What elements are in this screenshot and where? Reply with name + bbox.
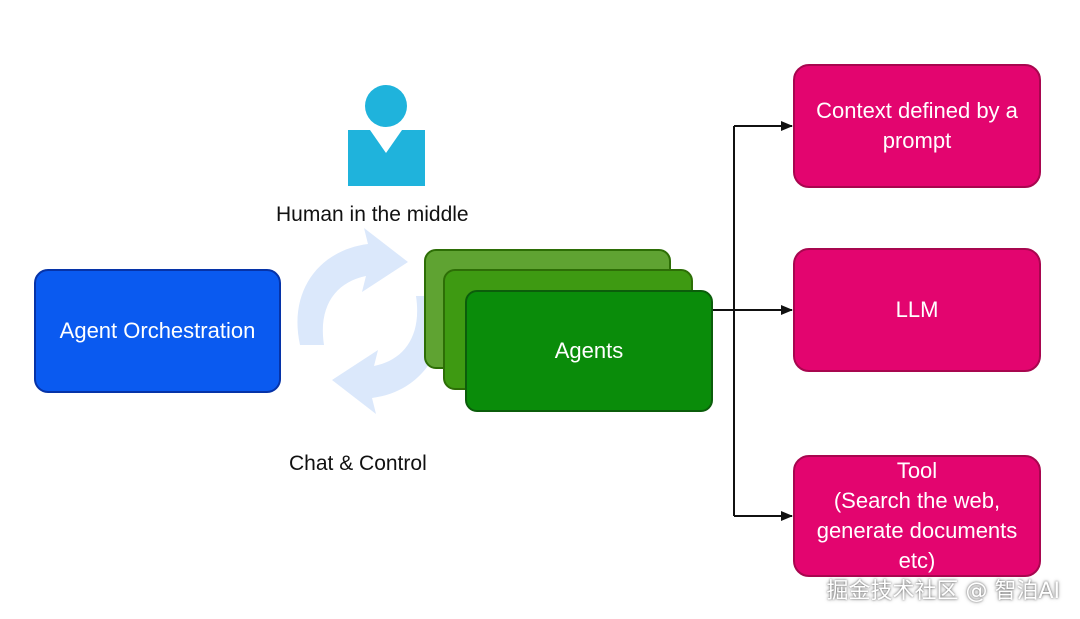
llm-box: LLM [793,248,1041,372]
agents-box: Agents [465,290,713,412]
connector-lines [713,121,793,521]
agent-orchestration-label: Agent Orchestration [59,318,256,343]
context-label-line-2: prompt [882,128,952,153]
tool-label-line-2: (Search the web, [833,488,1001,513]
tool-label-line-1: Tool [896,458,938,483]
human-in-the-middle-label: Human in the middle [276,203,469,226]
chat-and-control-label: Chat & Control [289,452,427,475]
context-box: Context defined by a prompt [793,64,1041,188]
agent-orchestration-box: Agent Orchestration [34,269,281,393]
watermark-text: 掘金技术社区 @ 智泊AI [826,579,1060,604]
llm-label: LLM [895,297,939,322]
agents-label: Agents [554,338,624,363]
tool-label-line-4: etc) [898,548,936,573]
person-icon [348,85,425,186]
tool-label-line-3: generate documents [816,518,1018,543]
context-label-line-1: Context defined by a [816,98,1018,123]
refresh-cycle-icon [297,228,443,414]
tool-box: Tool (Search the web, generate documents… [793,455,1041,577]
